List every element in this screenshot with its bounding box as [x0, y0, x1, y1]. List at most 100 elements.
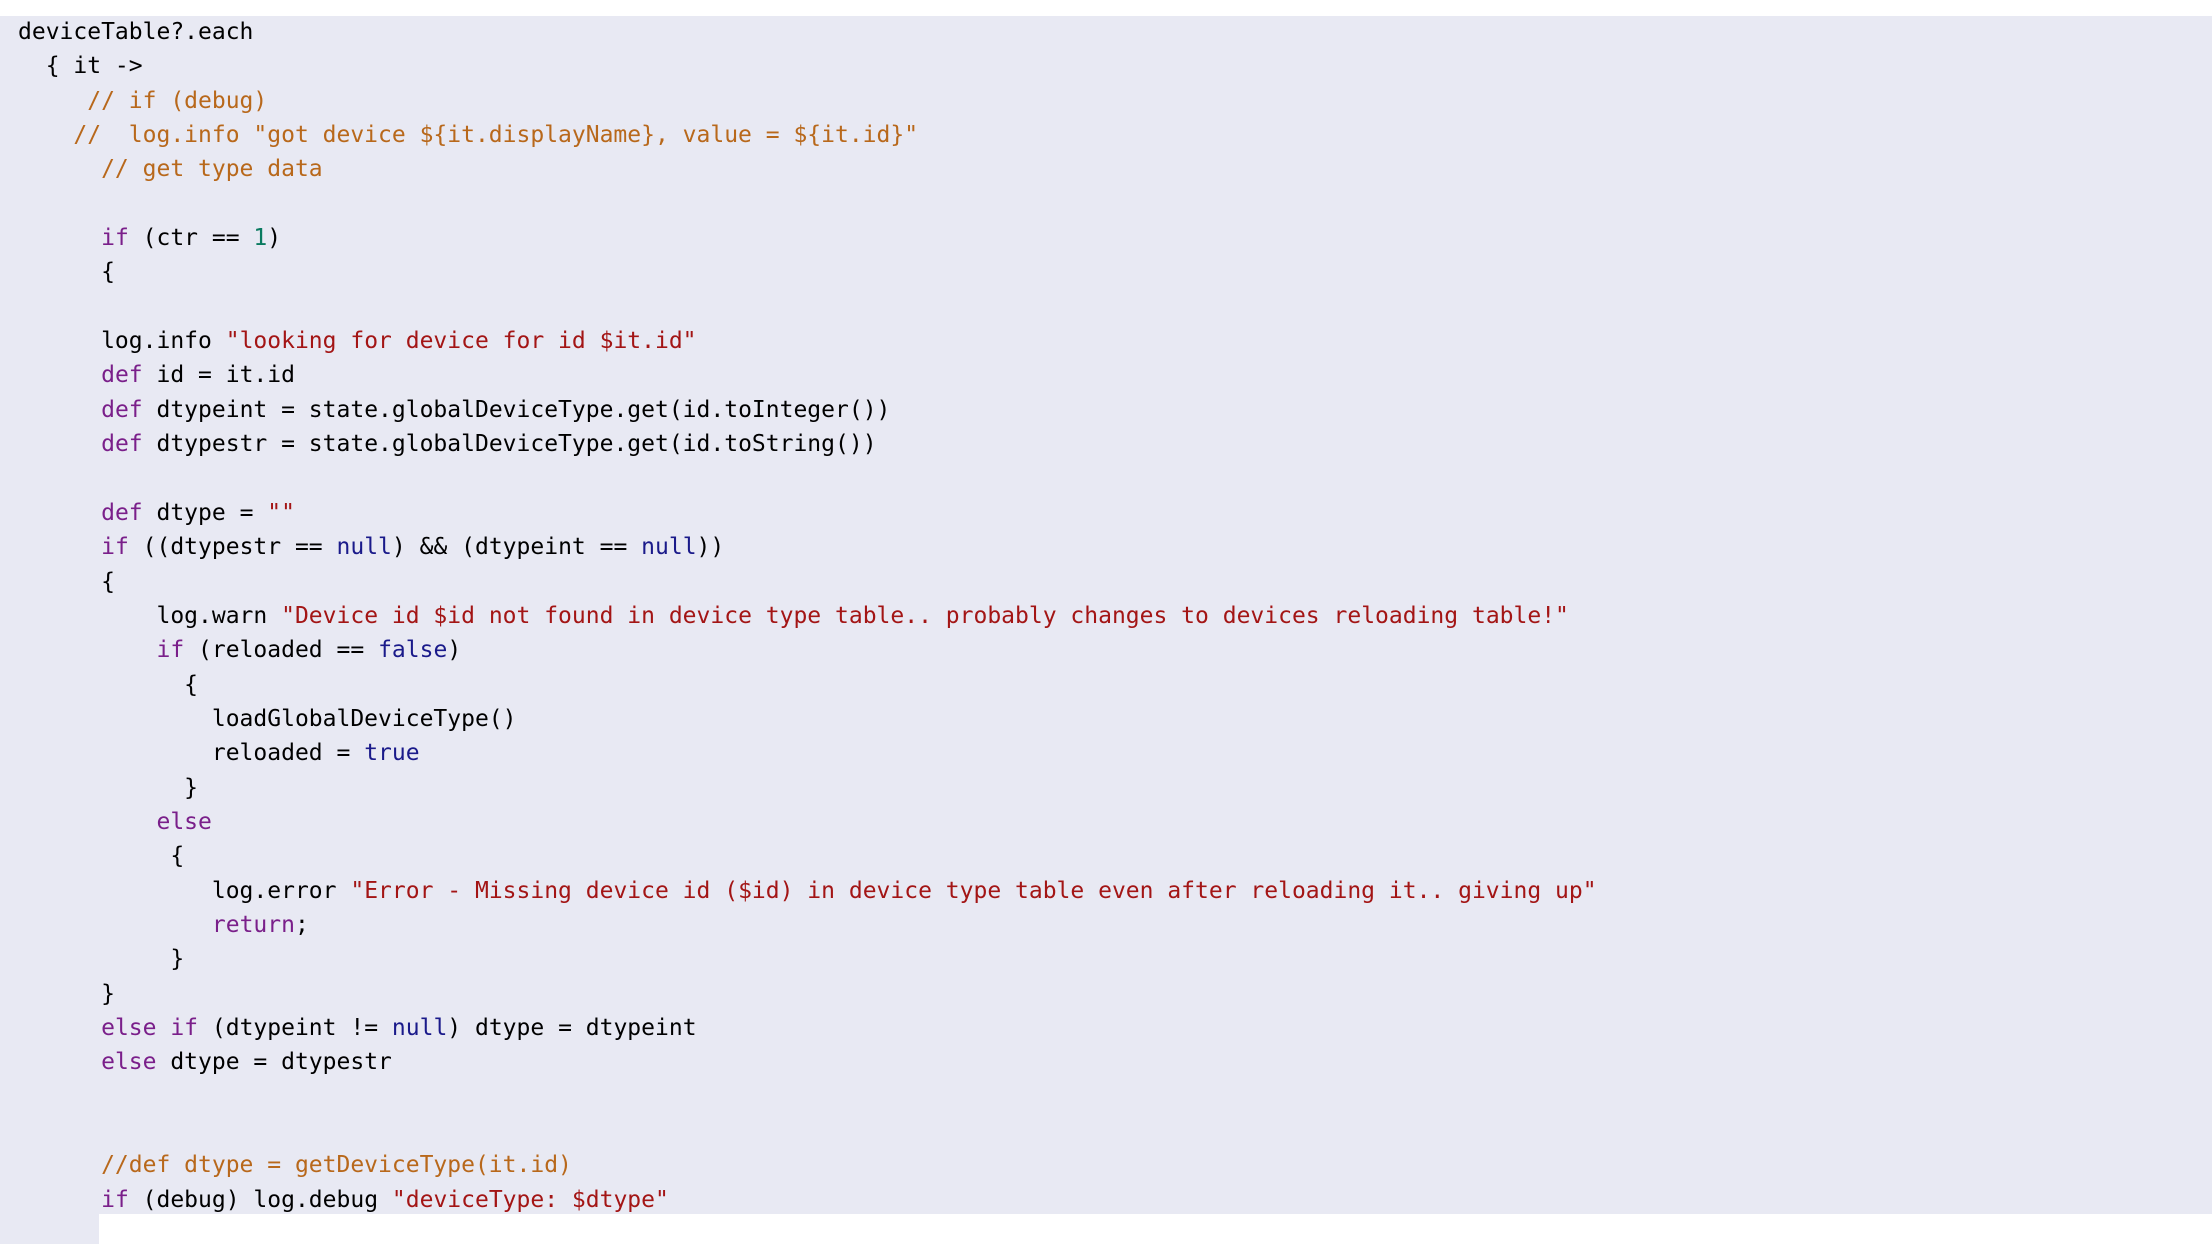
code-line[interactable]: else: [18, 805, 1597, 839]
code-line[interactable]: return;: [18, 908, 1597, 942]
code-line[interactable]: def dtypestr = state.globalDeviceType.ge…: [18, 427, 1597, 461]
code-line[interactable]: loadGlobalDeviceType(): [18, 702, 1597, 736]
code-line[interactable]: if (reloaded == false): [18, 633, 1597, 667]
code-token: id = it.id: [142, 362, 295, 389]
code-token: def: [101, 431, 143, 458]
code-token: ;: [294, 911, 309, 938]
code-token: reloaded =: [18, 740, 365, 767]
code-token: def: [101, 396, 143, 423]
code-token: {: [18, 843, 185, 870]
code-line[interactable]: }: [18, 942, 1597, 976]
code-line[interactable]: {: [18, 839, 1597, 873]
code-token: if: [101, 534, 129, 561]
code-line[interactable]: else dtype = dtypestr: [18, 1045, 1597, 1079]
code-token: ) dtype = dtypeint: [447, 1014, 697, 1041]
code-token: loadGlobalDeviceType(): [18, 705, 517, 732]
code-token: [18, 362, 101, 388]
code-line[interactable]: [18, 1080, 1597, 1114]
code-line[interactable]: [18, 461, 1597, 495]
code-line[interactable]: }: [18, 771, 1597, 805]
code-token: // get type data: [18, 156, 323, 183]
code-line[interactable]: }: [18, 977, 1597, 1011]
code-token: log.info: [18, 328, 226, 355]
code-token: (debug) log.debug: [128, 1186, 392, 1213]
code-token: def: [101, 362, 143, 389]
code-token: [18, 500, 101, 526]
code-line[interactable]: deviceTable?.each: [18, 15, 1597, 49]
code-token: else: [101, 1049, 157, 1076]
code-token: false: [378, 637, 448, 664]
code-token: //def dtype = getDeviceType(it.id): [18, 1152, 572, 1179]
code-line[interactable]: log.info "looking for device for id $it.…: [18, 324, 1597, 358]
code-token: [18, 225, 101, 251]
selection-start-gap: [0, 0, 17, 16]
code-token: (dtypeint !=: [198, 1014, 392, 1041]
code-token: {: [18, 259, 115, 286]
code-line[interactable]: log.warn "Device id $id not found in dev…: [18, 599, 1597, 633]
code-line[interactable]: {: [18, 668, 1597, 702]
code-token: dtype = dtypestr: [156, 1049, 392, 1076]
code-token: ): [267, 225, 282, 252]
code-token: "deviceType: $dtype": [391, 1186, 669, 1213]
code-token: null: [641, 534, 697, 561]
code-block[interactable]: deviceTable?.each { it -> // if (debug) …: [18, 15, 1597, 1217]
code-line[interactable]: {: [18, 565, 1597, 599]
code-token: )): [696, 534, 725, 561]
code-token: def: [101, 499, 143, 526]
code-line[interactable]: if ((dtypestr == null) && (dtypeint == n…: [18, 530, 1597, 564]
code-token: return: [211, 911, 295, 938]
code-token: [18, 1015, 101, 1041]
code-token: // log.info "got device ${it.displayName…: [18, 122, 919, 149]
code-token: [18, 1187, 101, 1213]
code-token: { it ->: [18, 53, 143, 80]
code-line[interactable]: // log.info "got device ${it.displayName…: [18, 118, 1597, 152]
code-token: }: [18, 946, 185, 973]
code-token: null: [391, 1014, 448, 1041]
code-line[interactable]: else if (dtypeint != null) dtype = dtype…: [18, 1011, 1597, 1045]
code-line[interactable]: reloaded = true: [18, 736, 1597, 770]
code-token: }: [18, 980, 115, 1007]
selection-highlight: [0, 16, 2212, 1214]
code-token: {: [18, 568, 115, 595]
code-line[interactable]: // get type data: [18, 152, 1597, 186]
code-line[interactable]: //def dtype = getDeviceType(it.id): [18, 1148, 1597, 1182]
code-token: "looking for device for id $it.id": [225, 328, 697, 355]
code-line[interactable]: def id = it.id: [18, 358, 1597, 392]
code-token: if: [101, 225, 129, 252]
code-line[interactable]: log.error "Error - Missing device id ($i…: [18, 874, 1597, 908]
code-token: else if: [101, 1014, 199, 1041]
code-line[interactable]: [18, 187, 1597, 221]
code-token: log.error: [18, 877, 351, 904]
code-token: "Error - Missing device id ($id) in devi…: [350, 877, 1597, 904]
code-line[interactable]: [18, 290, 1597, 324]
code-line[interactable]: { it ->: [18, 49, 1597, 83]
code-token: if: [101, 1186, 129, 1213]
code-line[interactable]: // if (debug): [18, 84, 1597, 118]
code-token: dtypeint = state.globalDeviceType.get(id…: [142, 396, 891, 423]
code-line[interactable]: [18, 1114, 1597, 1148]
code-token: [18, 431, 101, 457]
code-token: ((dtypestr ==: [128, 534, 337, 561]
code-token: [18, 809, 156, 835]
code-token: [18, 637, 156, 663]
code-line[interactable]: def dtype = "": [18, 496, 1597, 530]
code-token: [18, 1049, 101, 1075]
code-token: if: [156, 637, 185, 664]
code-token: log.warn: [18, 602, 282, 629]
code-token: (ctr ==: [128, 225, 254, 252]
code-line[interactable]: {: [18, 255, 1597, 289]
code-token: dtypestr = state.globalDeviceType.get(id…: [142, 431, 877, 458]
code-token: deviceTable?.each: [18, 19, 254, 45]
code-line[interactable]: if (debug) log.debug "deviceType: $dtype…: [18, 1183, 1597, 1217]
code-token: {: [18, 671, 199, 698]
code-token: [18, 397, 101, 423]
code-token: null: [336, 534, 392, 561]
code-token: ) && (dtypeint ==: [391, 534, 642, 561]
code-line[interactable]: if (ctr == 1): [18, 221, 1597, 255]
code-token: // if (debug): [18, 87, 268, 114]
code-token: (reloaded ==: [184, 637, 379, 664]
code-line[interactable]: def dtypeint = state.globalDeviceType.ge…: [18, 393, 1597, 427]
code-token: [18, 534, 101, 560]
code-token: 1: [253, 225, 268, 252]
